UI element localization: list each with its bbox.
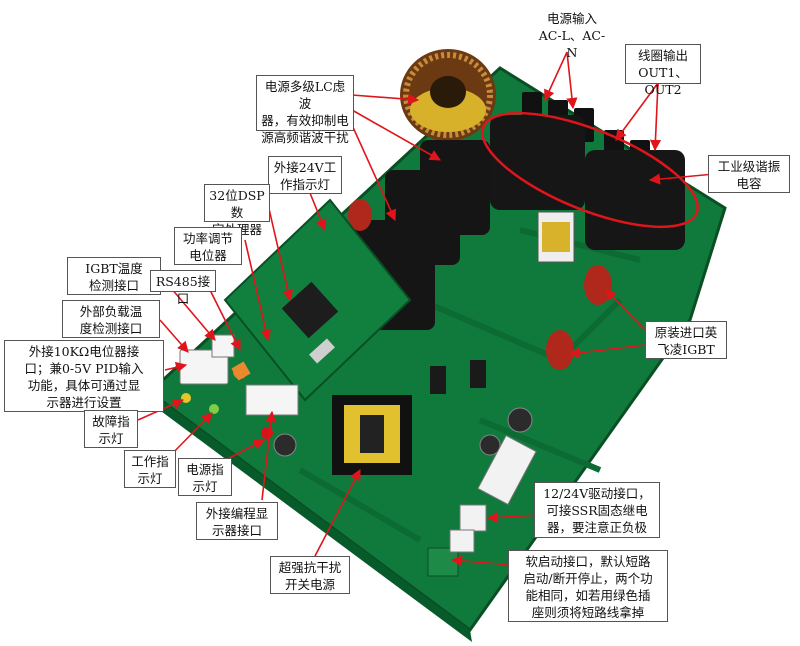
label-resonant: 工业级谐振 电容 — [708, 155, 790, 193]
electrolytic-capacitors — [273, 407, 533, 457]
label-smps: 超强抗干扰 开关电源 — [270, 556, 350, 594]
dsp-module — [223, 198, 412, 402]
label-ext10k: 外接10KΩ电位器接 口；兼0-5V PID输入 功能，具体可通过显 示器进行设… — [4, 340, 164, 412]
annotation-arrows — [137, 51, 737, 567]
toroid-inductor — [400, 49, 496, 141]
label-load-temp: 外部负载温 度检测接口 — [62, 300, 160, 338]
label-softstart: 软启动接口，默认短路 启动/断开停止，两个功 能相同，如若用绿色插 座则须将短路… — [508, 550, 668, 622]
label-dsp: 32位DSP数 字处理器 — [204, 184, 270, 237]
label-power-input: 电源输入 AC-L、AC-N — [534, 8, 610, 60]
left-connectors — [179, 334, 299, 416]
label-ssr: 12/24V驱动接口， 可接SSR固态继电 器，要注意正负极 — [534, 482, 660, 538]
label-coil-output: 线圈输出 OUT1、OUT2 — [625, 44, 701, 97]
cement-resistor — [477, 434, 537, 506]
resonant-highlight-ellipse — [481, 111, 699, 229]
ssr-terminal — [459, 504, 487, 532]
label-igbt-temp: IGBT温度 检测接口 — [67, 257, 161, 295]
label-ext24v: 外接24V工 作指示灯 — [268, 156, 342, 194]
potentiometer — [231, 361, 251, 381]
label-fault: 故障指 示灯 — [84, 410, 138, 448]
small-inductor — [537, 211, 575, 263]
label-pot: 功率调节 电位器 — [174, 227, 242, 265]
film-capacitors — [348, 199, 612, 370]
label-igbt: 原装进口英 飞凌IGBT — [645, 321, 727, 359]
label-power-led: 电源指 示灯 — [178, 458, 232, 496]
igbt-modules — [430, 360, 486, 394]
pcb-board-edge — [146, 392, 472, 642]
label-rs485: RS485接口 — [150, 270, 216, 306]
label-work: 工作指 示灯 — [124, 450, 176, 488]
label-prog: 外接编程显 示器接口 — [196, 502, 278, 540]
resonant-capacitors — [490, 115, 685, 250]
label-lc-filter: 电源多级LC虑波 器，有效抑制电 源高频谐波干扰 — [256, 75, 354, 145]
transformer — [332, 395, 412, 475]
